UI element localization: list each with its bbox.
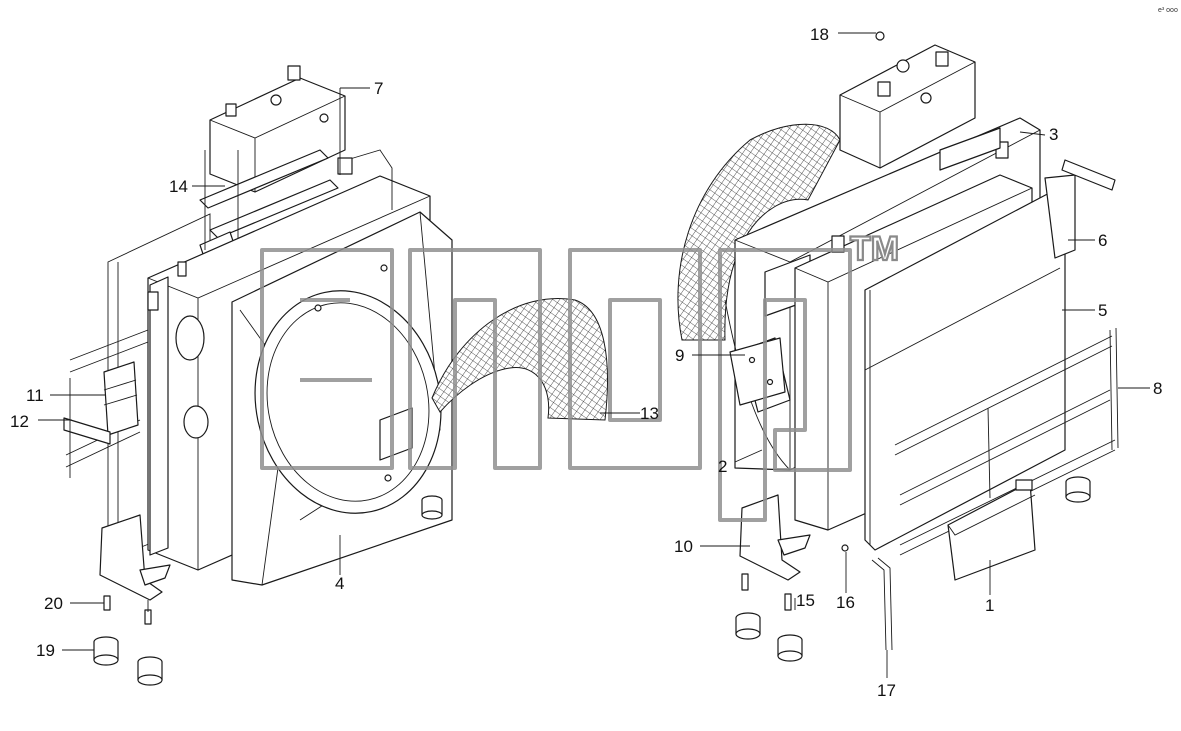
- oil-cooler-right: [947, 479, 1036, 581]
- callout-4: 4: [335, 574, 344, 593]
- left-assembly: [63, 65, 608, 686]
- side-bracket-left: [63, 361, 139, 478]
- callout-14: 14: [169, 177, 188, 196]
- callout-1: 1: [985, 596, 994, 615]
- callout-5: 5: [1098, 301, 1107, 320]
- rubber-mount-right: [735, 476, 1091, 662]
- callout-16: 16: [836, 593, 855, 612]
- rubber-mount-left: [93, 495, 443, 686]
- leader-lines: [38, 32, 1150, 678]
- callout-19: 19: [36, 641, 55, 660]
- stud-left: [103, 595, 152, 625]
- callout-9: 9: [675, 346, 684, 365]
- rod-frame-right: [894, 327, 1119, 556]
- support-leg-left: [99, 514, 171, 601]
- callout-8: 8: [1153, 379, 1162, 398]
- fan-shroud-left: [231, 211, 453, 586]
- callout-6: 6: [1098, 231, 1107, 250]
- callout-12: 12: [10, 412, 29, 431]
- callout-18: 18: [810, 25, 829, 44]
- callout-10: 10: [674, 537, 693, 556]
- right-assembly: [677, 31, 1119, 662]
- callout-20: 20: [44, 594, 63, 613]
- callout-17: 17: [877, 681, 896, 700]
- watermark-logo: TM: [260, 229, 900, 522]
- drain-pipe-right: [841, 544, 893, 651]
- callout-11: 11: [26, 386, 44, 405]
- callout-2: 2: [718, 457, 727, 476]
- charge-air-cooler-right: [864, 159, 1116, 551]
- support-leg-right: [739, 494, 811, 611]
- callout-13: 13: [640, 404, 659, 423]
- callout-labels: 1 2 3 4 5 6 7 8 9 10 11 12 13 14 15 16 1…: [10, 25, 1162, 700]
- fan-mesh-left: [431, 298, 608, 421]
- callout-3: 3: [1049, 125, 1058, 144]
- callout-15: 15: [796, 591, 815, 610]
- watermark-tm: TM: [850, 230, 899, 268]
- corner-mark: e³ ooo: [1158, 7, 1178, 14]
- callout-7: 7: [374, 79, 383, 98]
- expansion-tank-top-right: [839, 31, 976, 169]
